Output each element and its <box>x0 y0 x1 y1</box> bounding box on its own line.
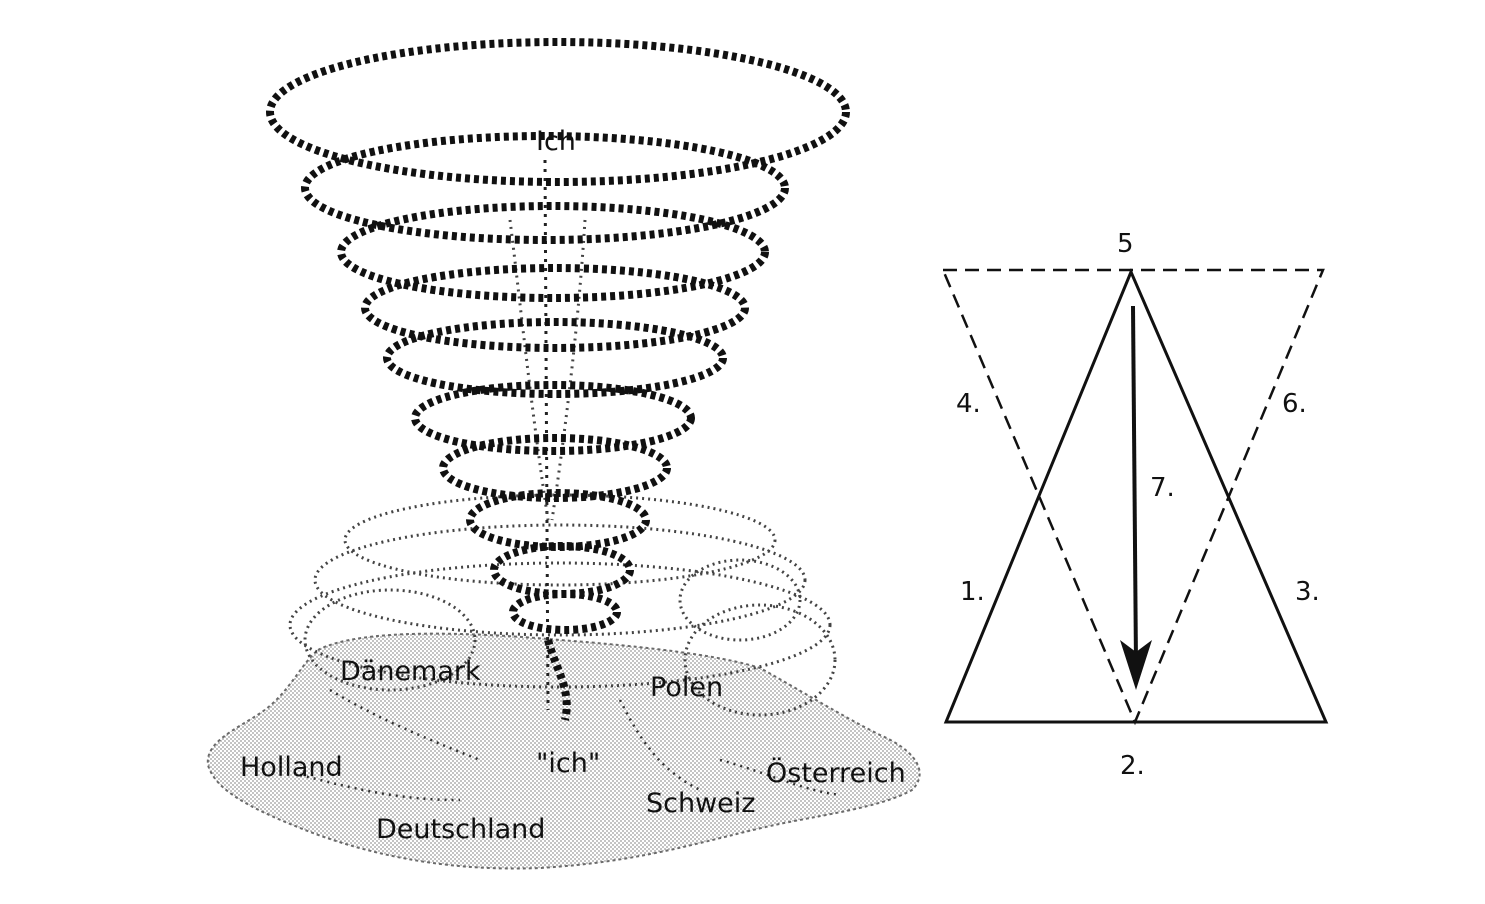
label-1: 1. <box>960 577 985 607</box>
label-6: 6. <box>1282 389 1307 419</box>
vortex-figure: Ich Dänemark Polen Holland "ich" Österre… <box>206 38 921 870</box>
label-schweiz: Schweiz <box>646 788 755 819</box>
ground-border-line <box>719 758 841 797</box>
label-holland: Holland <box>240 752 343 783</box>
label-ich-top: Ich <box>536 126 576 157</box>
down-arrow-head <box>1120 640 1152 690</box>
label-deutschland: Deutschland <box>376 814 545 845</box>
label-2: 2. <box>1120 751 1145 781</box>
solid-triangle <box>943 268 1329 724</box>
ground-border-line <box>618 699 701 792</box>
label-4: 4. <box>956 389 981 419</box>
label-ich-quoted: "ich" <box>536 748 600 779</box>
label-3: 3. <box>1295 577 1320 607</box>
label-7: 7. <box>1150 473 1175 503</box>
hexagram-figure: 5 4. 6. 7. 1. 3. 2. <box>941 229 1329 781</box>
label-daenemark: Dänemark <box>340 656 481 687</box>
label-oesterreich: Österreich <box>766 757 906 789</box>
down-arrow <box>1131 305 1138 666</box>
vortex-spiral <box>266 38 850 721</box>
label-polen: Polen <box>650 672 723 703</box>
ground-region <box>206 632 921 870</box>
label-5: 5 <box>1117 229 1134 259</box>
vortex-axis <box>543 159 550 711</box>
ground-border-line <box>329 688 481 762</box>
